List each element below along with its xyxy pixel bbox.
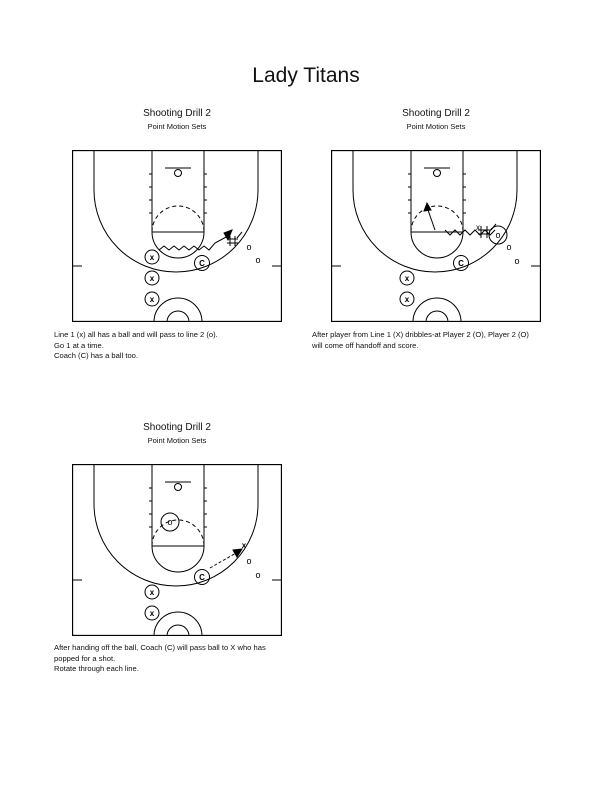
dribble-path [158, 235, 229, 251]
drill-1-caption: Line 1 (x) all has a ball and will pass … [54, 330, 218, 360]
player-x-label: x [150, 253, 155, 262]
drill-3-caption: After handing off the ball, Coach (C) wi… [54, 643, 266, 673]
drill-1-court-diagram: x x x C o o [72, 150, 282, 322]
center-circle-inner [425, 310, 449, 322]
player-x-marker [144, 291, 160, 307]
player-x-marker [144, 270, 160, 286]
player-x-label: x [150, 274, 155, 283]
center-circle [153, 297, 203, 322]
player-o-label: o [506, 242, 511, 252]
coach-marker [194, 255, 210, 271]
lane-hash-marks [408, 173, 466, 214]
free-throw-circle [410, 231, 464, 259]
rim [174, 169, 182, 177]
drill-2-title: Shooting Drill 2 [402, 108, 470, 119]
player-o-handoff-circle [488, 225, 508, 245]
player-x-label: x [405, 274, 410, 283]
player-x-label: x [150, 609, 155, 618]
free-throw-circle-dashed [151, 519, 205, 547]
handoff-mark [478, 226, 490, 238]
drill-2-court-diagram: x x C o o o x [331, 150, 541, 322]
free-throw-circle [151, 545, 205, 573]
free-throw-circle-dashed [151, 205, 205, 233]
three-point-line [352, 150, 518, 273]
player-o-shooter-circle [160, 512, 180, 532]
free-throw-circle-dashed [410, 205, 464, 233]
rim [433, 169, 441, 177]
player-o-label: o [255, 570, 260, 580]
free-throw-lane [410, 150, 464, 233]
center-circle-inner [166, 624, 190, 636]
drill-1-subtitle: Point Motion Sets [147, 122, 207, 131]
center-circle [412, 297, 462, 322]
drill-3-title: Shooting Drill 2 [143, 422, 211, 433]
coach-label: C [458, 259, 464, 268]
three-point-line [93, 150, 259, 273]
dribble-arrowhead [223, 229, 233, 242]
player-x-marker [144, 249, 160, 265]
player-x-marker [144, 605, 160, 621]
rim [174, 483, 182, 491]
player-x-label: x [242, 541, 247, 550]
player-o-label: o [167, 517, 172, 527]
pass-path [209, 552, 237, 569]
player-x-label: x [476, 223, 480, 232]
player-x-marker [144, 584, 160, 600]
player-o-label: o [255, 255, 260, 265]
center-circle-inner [166, 310, 190, 322]
screen-mark [227, 236, 238, 246]
screen-tail [236, 231, 243, 239]
drill-2-caption: After player from Line 1 (X) dribbles-at… [312, 330, 529, 350]
player-o-label: o [246, 242, 251, 252]
player-x-label: x [150, 588, 155, 597]
player-x-marker [399, 270, 415, 286]
coach-label: C [199, 259, 205, 268]
player-o-label: o [514, 256, 519, 266]
page-title: Lady Titans [252, 64, 360, 87]
player-x-label: x [405, 295, 410, 304]
player-x-marker [399, 291, 415, 307]
center-circle [153, 611, 203, 636]
cut-arrowhead [423, 201, 432, 212]
drill-1-title: Shooting Drill 2 [143, 108, 211, 119]
drill-3-court-diagram: x x C o x o o [72, 464, 282, 636]
drill-2-subtitle: Point Motion Sets [406, 122, 466, 131]
three-point-line [93, 464, 259, 587]
coach-marker [194, 569, 210, 585]
free-throw-circle [151, 231, 205, 259]
cut-path [427, 209, 436, 231]
free-throw-lane [151, 464, 205, 547]
pass-arrowhead [232, 548, 243, 558]
coach-label: C [199, 573, 205, 582]
player-x-label: x [150, 295, 155, 304]
lane-hash-marks [149, 173, 207, 214]
lane-hash-marks [149, 487, 207, 528]
free-throw-lane [151, 150, 205, 233]
drill-3-subtitle: Point Motion Sets [147, 436, 207, 445]
player-o-label: o [246, 556, 251, 566]
player-o-label: o [495, 230, 500, 240]
coach-marker [453, 255, 469, 271]
